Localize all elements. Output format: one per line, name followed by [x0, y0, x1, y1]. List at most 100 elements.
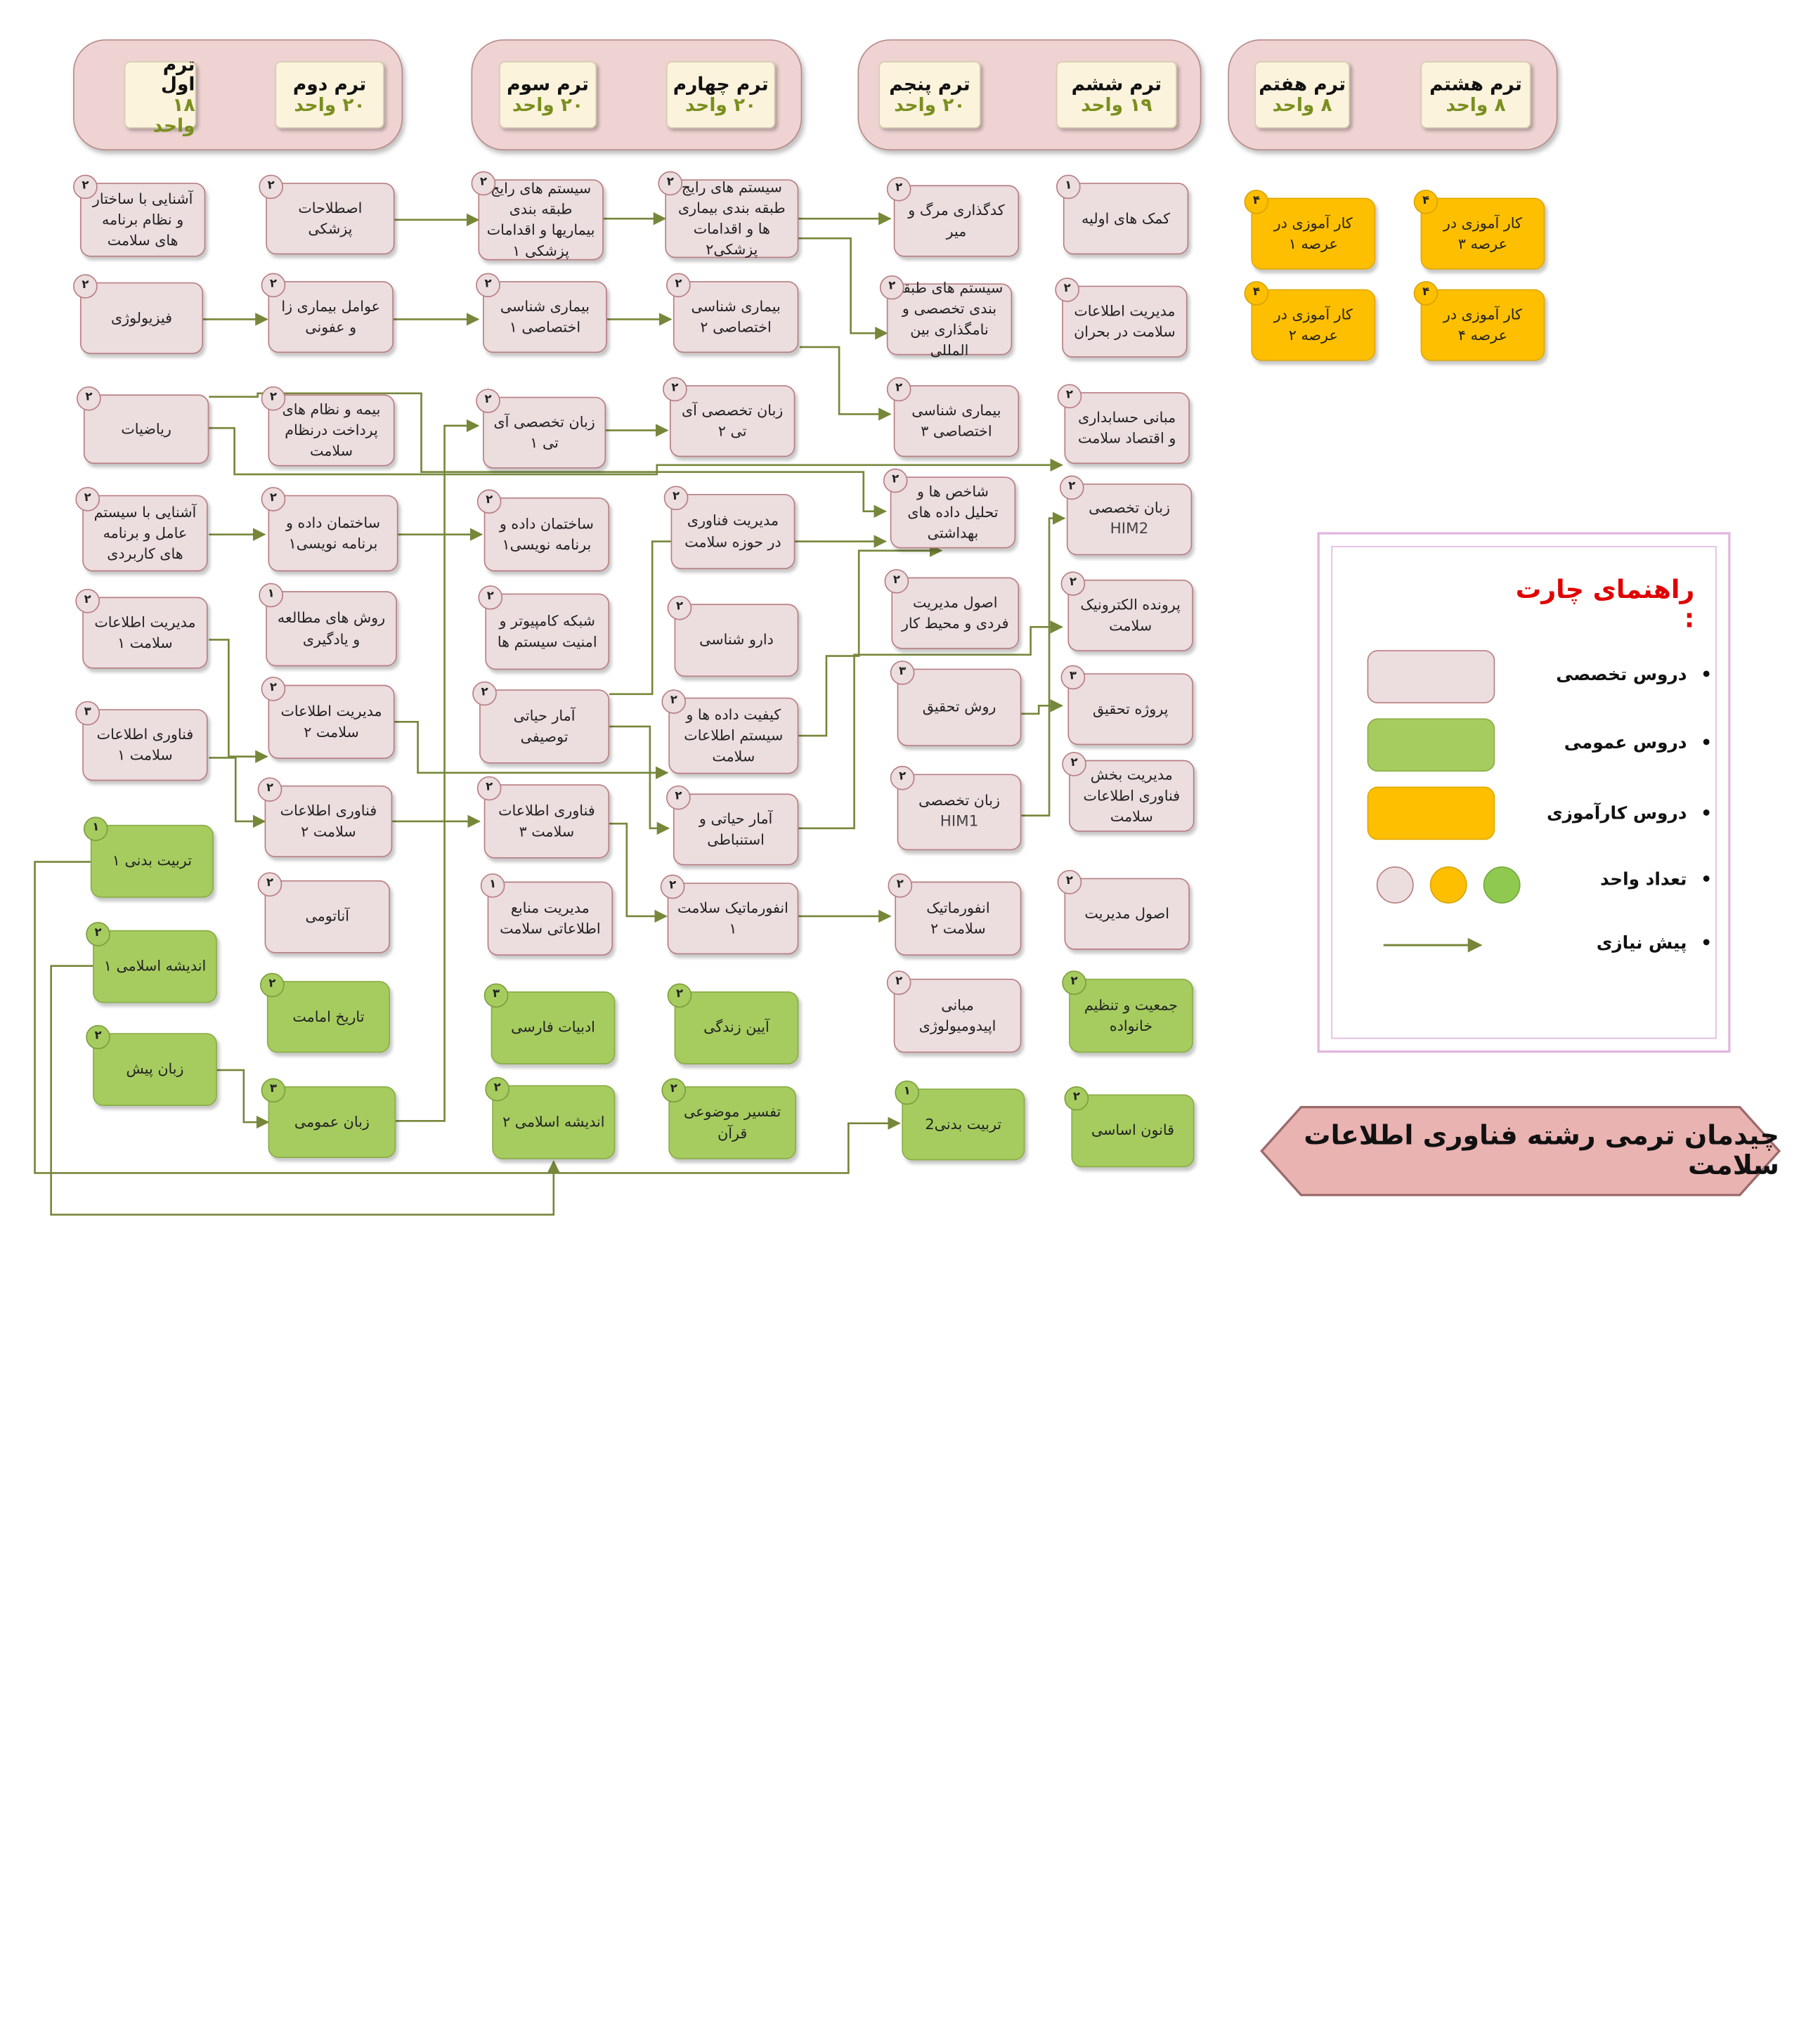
unit-badge: ۲	[1057, 870, 1082, 894]
unit-badge: ۴	[1244, 190, 1269, 214]
term-name: ترم چهارم	[673, 73, 769, 96]
term-units: ۲۰ واحد	[294, 93, 365, 116]
unit-badge: ۲	[879, 275, 904, 300]
unit-badge: ۲	[1064, 1086, 1089, 1111]
unit-badge: ۲	[257, 872, 282, 897]
unit-badge: ۲	[1057, 384, 1082, 409]
legend-dot-specialized	[1376, 866, 1414, 904]
unit-badge: ۲	[660, 874, 685, 899]
unit-badge: ۲	[478, 585, 503, 610]
unit-badge: ۲	[485, 1076, 510, 1102]
course-title: زبان تخصصی	[1089, 498, 1170, 516]
unit-badge: ۳	[483, 983, 509, 1008]
course-title: کدگذاری مرگ و میر	[908, 201, 1005, 240]
course-title: دارو شناسی	[699, 631, 774, 649]
course-title: ساختمان داده و برنامه نویسی۱	[499, 514, 594, 553]
course-title: آمار حیاتی و استنباطی	[699, 809, 773, 848]
legend-title: راهنمای چارت :	[1515, 575, 1695, 634]
term-name: ترم هشتم	[1429, 73, 1522, 96]
course-title: کار آموزی در عرصه ۳	[1443, 214, 1522, 252]
course-title: زبان تخصصی آی تی ۱	[493, 412, 595, 452]
course-title: مدیریت بخش فناوری اطلاعات سلامت	[1083, 765, 1181, 825]
legend-dot-general	[1483, 866, 1521, 904]
course-title: ساختمان داده و برنامه نویسی۱	[285, 513, 381, 552]
unit-badge: ۳	[261, 1078, 286, 1103]
course-title: اصطلاحات پزشکی	[298, 198, 363, 237]
course-title: بیماری شناسی اختصاصی ۱	[500, 297, 590, 336]
unit-badge: ۲	[77, 386, 101, 411]
legend-frame-outer	[1317, 532, 1731, 1053]
course-title: ادبیات فارسی	[511, 1018, 595, 1036]
unit-badge: ۲	[1062, 752, 1086, 776]
course-title: تاریخ امامت	[292, 1007, 365, 1025]
course-title: آمار حیاتی توصیفی	[513, 706, 576, 746]
course-title: سیستم های رایج طبقه بندی بیماری ها و اقد…	[678, 178, 786, 259]
unit-badge: ۲	[666, 273, 691, 298]
term-units: ۸ واحد	[1446, 93, 1506, 116]
course-c53: ۲ زبان تخصصی HIM2	[1059, 475, 1193, 556]
unit-badge: ۲	[476, 489, 502, 514]
course-title: سیستم های طبقه بندی تخصصی و نامگذاری بین…	[895, 278, 1004, 359]
unit-badge: ۲	[884, 569, 909, 594]
arrow-desc-inferential	[609, 725, 670, 835]
term-name: ترم پنجم	[889, 73, 970, 96]
term-name: ترم ششم	[1071, 73, 1162, 96]
course-title: سیستم های رایج طبقه بندی بیماریها و اقدا…	[486, 178, 595, 259]
course-title: مبانی اپیدومیولوژی	[918, 996, 996, 1034]
course-title: کار آموزی در عرصه ۴	[1443, 305, 1522, 344]
course-code: HIM1	[940, 813, 979, 831]
course-title: روش های مطالعه و یادگیری	[277, 608, 386, 648]
course-title: اصول مدیریت فردی و محیط کار	[901, 593, 1009, 632]
unit-badge: ۲	[259, 972, 285, 998]
term-units: ۱۸ واحد	[152, 93, 195, 136]
course-code: HIM2	[1110, 521, 1149, 538]
term-units: ۸ واحد	[1272, 93, 1332, 116]
course-title: مبانی حسابداری و اقتصاد سلامت	[1078, 408, 1176, 447]
course-title: اندیشه اسلامی ۱	[103, 957, 207, 975]
unit-badge: ۲	[663, 486, 689, 511]
unit-badge: ۲	[886, 377, 911, 402]
unit-badge: ۴	[1413, 190, 1438, 214]
chart-title: چیدمان ترمی رشته فناوری اطلاعات سلامت	[1304, 1121, 1779, 1181]
arrow-it3-informatics1	[609, 822, 668, 923]
unit-badge: ۴	[1413, 281, 1438, 306]
unit-badge: ۲	[667, 983, 692, 1008]
course-title: کیفیت داده ها و سیستم اطلاعات سلامت	[684, 705, 784, 765]
legend-label-specialized: دروس تخصصی	[1521, 664, 1713, 685]
course-title: بیمه و نظام های پرداخت درنظام سلامت	[282, 400, 381, 460]
course-title: تربیت بدنی ۱	[112, 852, 192, 870]
course-title: روش تحقیق	[922, 698, 996, 716]
legend-label-internship: دروس کارآموزی	[1521, 803, 1713, 824]
term-name: ترم اول	[161, 53, 195, 96]
unit-badge: ۲	[1059, 475, 1084, 500]
